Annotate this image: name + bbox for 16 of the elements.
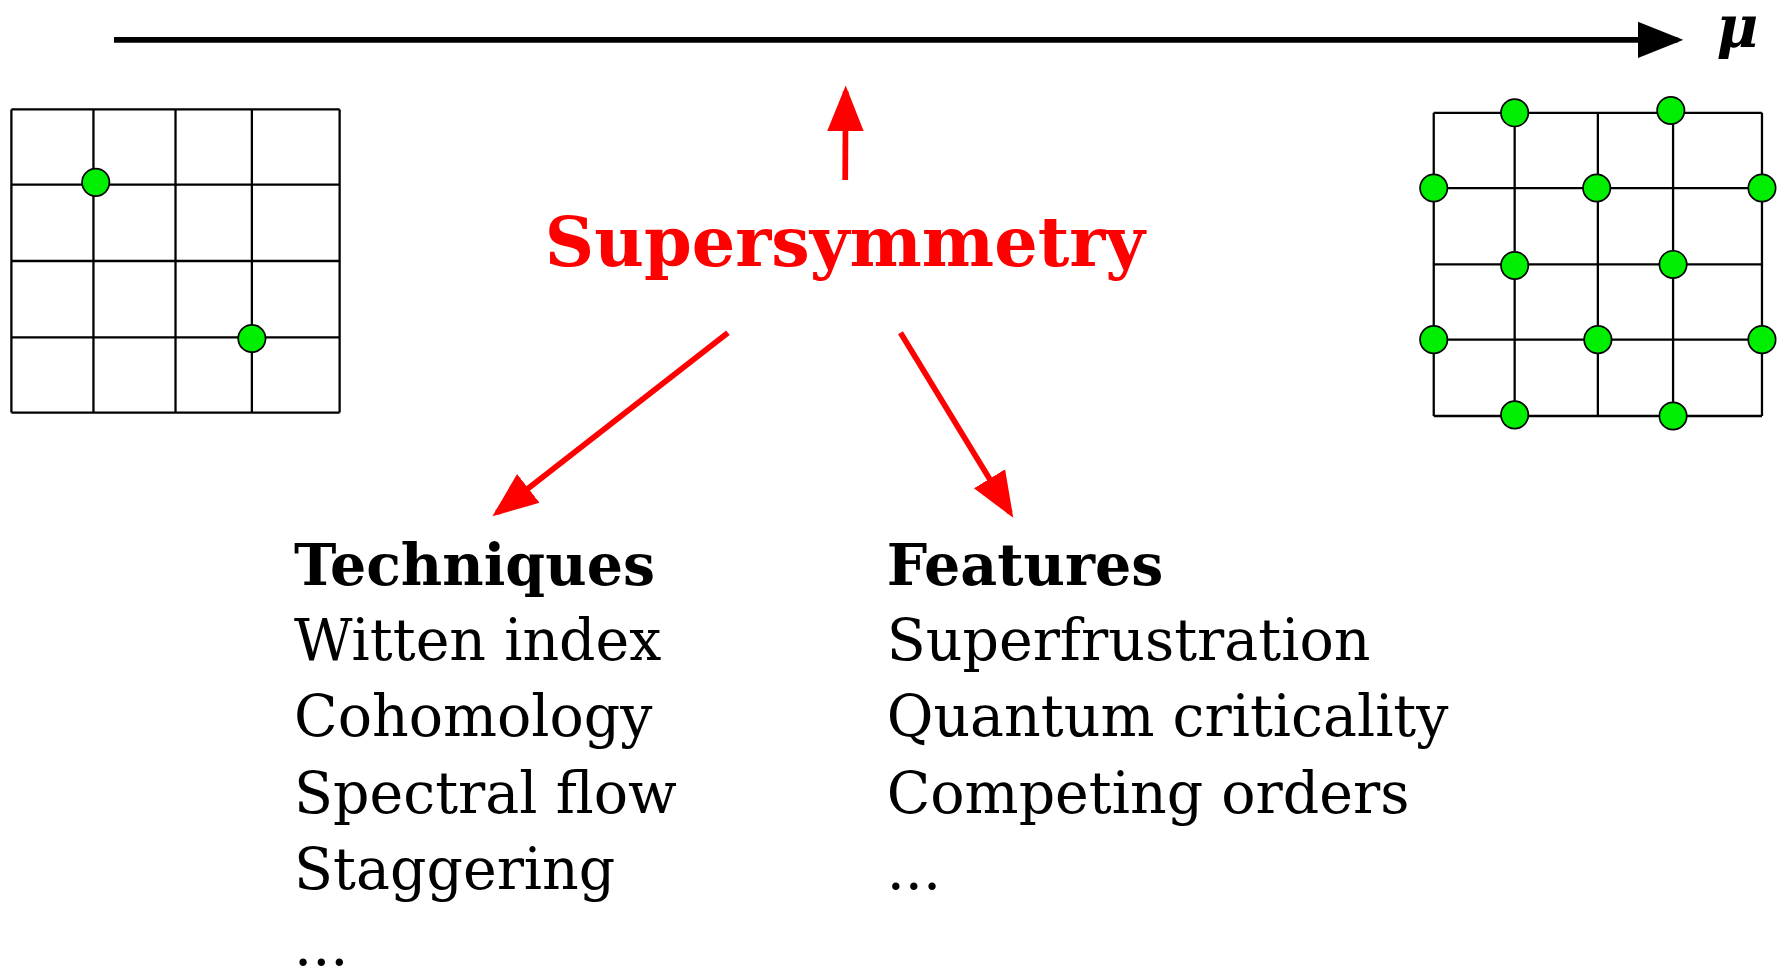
list-heading: Features [886,530,1165,601]
axis-label: μ [1716,0,1759,62]
arrow [898,331,1014,518]
list-item: Quantum criticality [886,682,1449,752]
list-heading: Techniques [294,530,656,601]
list-item: ... [886,835,943,905]
arrow [492,330,730,517]
arrow [827,85,864,181]
list-item: Staggering [294,835,617,905]
list-item: Witten index [294,606,663,676]
list-item: Spectral flow [294,759,677,829]
list-item: Competing orders [886,759,1411,829]
topic-heading: Supersymmetry [544,200,1145,284]
list-item: ... [294,911,350,972]
list-item: Superfrustration [886,606,1372,676]
list-item: Cohomology [294,682,654,752]
